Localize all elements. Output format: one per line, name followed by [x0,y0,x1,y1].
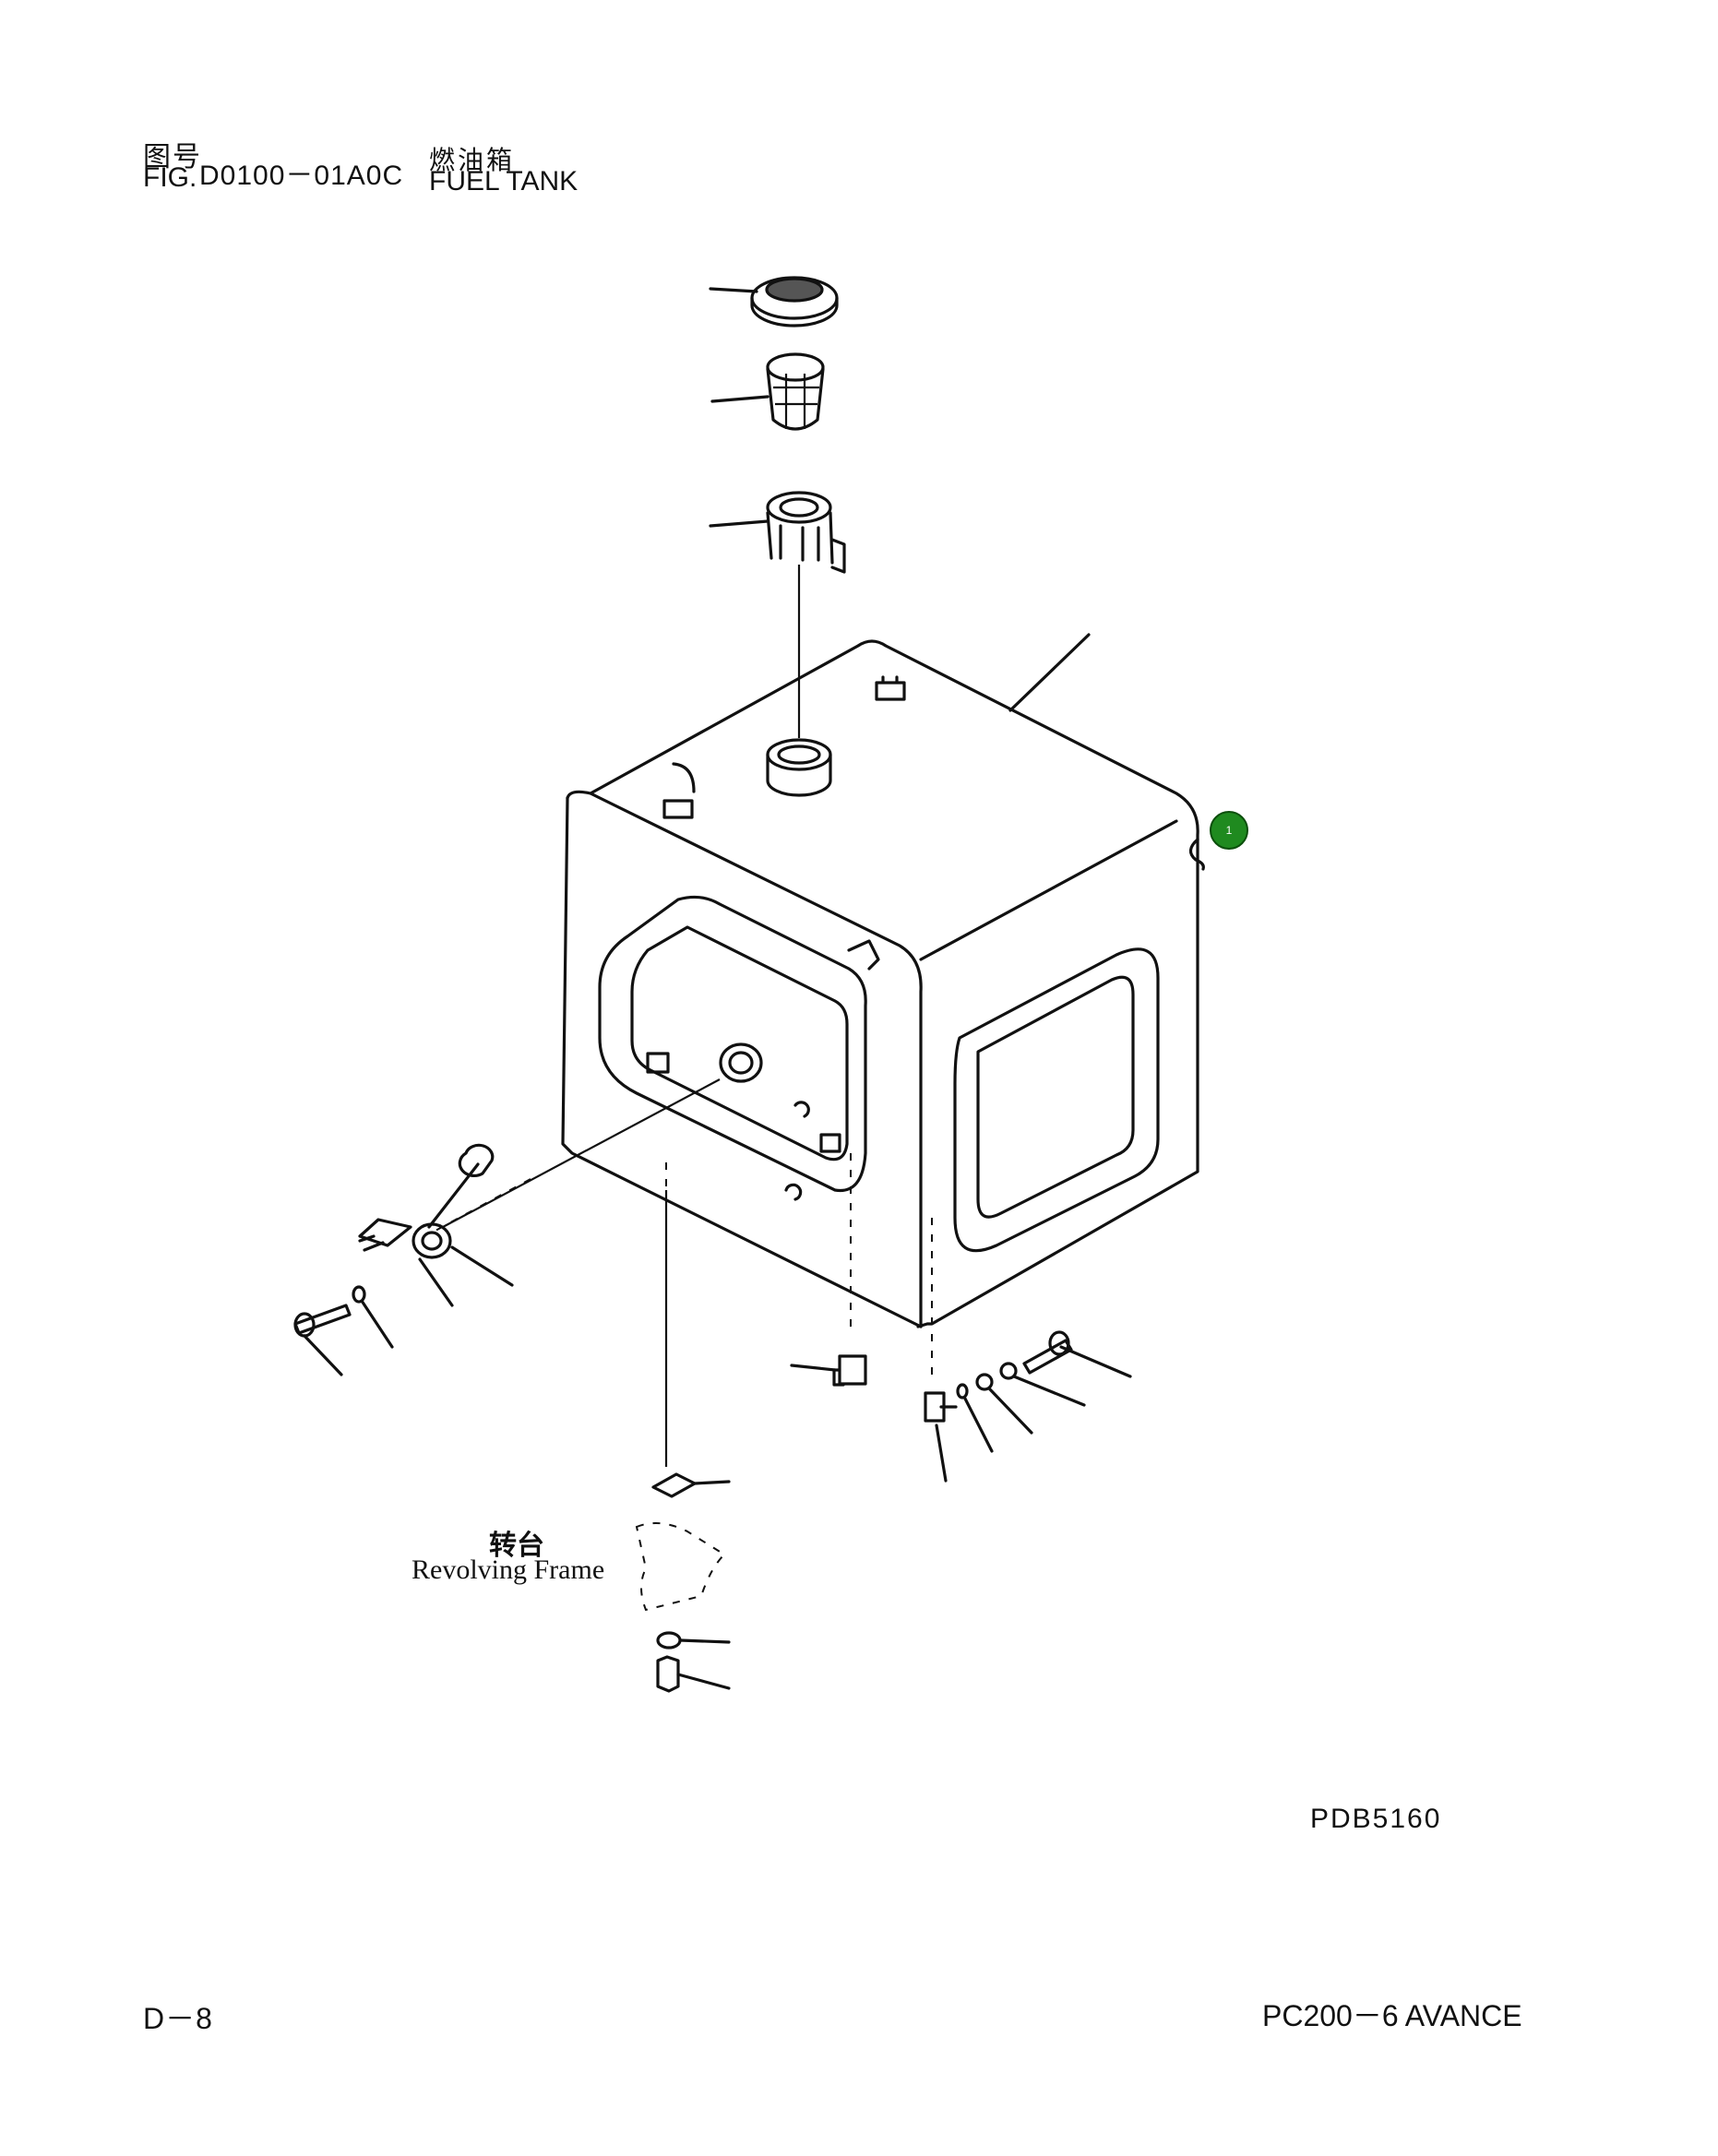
figure-label-english: FIG. [143,162,197,193]
level-gauge [358,1143,514,1307]
filler-collar [709,491,846,738]
revolving-frame-label-english: Revolving Frame [412,1554,605,1585]
machine-model: PC200－6 AVANCE [1262,1999,1522,2032]
strainer [710,352,825,431]
fuel-tank-body [561,633,1205,1328]
drawing-code: PDB5160 [1310,1804,1442,1834]
figure-label-chinese: 图号 [143,142,202,173]
mount-bracket [651,1472,731,1693]
drain-valve-assembly [924,1330,1132,1483]
page-number: D－8 [143,2002,213,2035]
revolving-frame-label-chinese: 转台 [489,1530,544,1562]
bolt-left [293,1285,394,1376]
callout-badge[interactable]: 1 [1210,811,1248,850]
title-chinese: 燃油箱 [429,146,516,174]
title-english: FUEL TANK [429,166,579,197]
filler-cap [709,276,839,328]
figure-number: D0100－01A0C [199,161,404,191]
clamp [790,1354,867,1387]
